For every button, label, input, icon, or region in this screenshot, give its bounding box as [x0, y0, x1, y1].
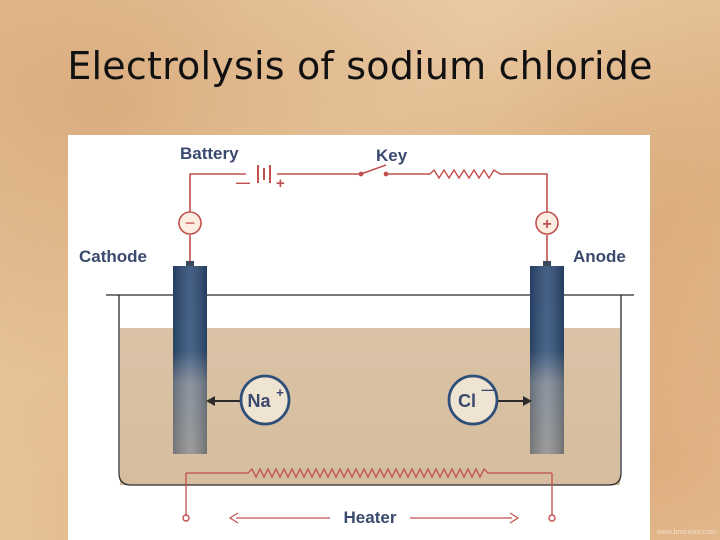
circuit-wires: [189, 173, 548, 261]
key-label: Key: [376, 146, 408, 165]
sodium-ion-charge: +: [276, 385, 284, 400]
slide-title: Electrolysis of sodium chloride: [67, 44, 653, 88]
watermark-text: www.brainkart.com: [656, 529, 716, 536]
chloride-ion-symbol: Cl: [458, 391, 476, 411]
electrolysis-diagram: − + Na +: [68, 135, 650, 540]
battery-label: Battery: [180, 144, 239, 163]
key-switch-icon: [358, 164, 389, 177]
anode-terminal-icon: +: [535, 211, 559, 235]
cathode-electrode: [173, 261, 207, 454]
sodium-ion: Na +: [206, 374, 291, 426]
anode-label: Anode: [573, 247, 626, 266]
anode-electrode: [530, 261, 564, 454]
cathode-label: Cathode: [79, 247, 147, 266]
sodium-ion-symbol: Na: [247, 391, 271, 411]
heater-label: Heater: [344, 508, 397, 527]
chloride-ion: Cl —: [447, 374, 532, 426]
battery-negative-sign: —: [236, 174, 250, 190]
cathode-terminal-icon: −: [178, 211, 202, 235]
heater-element: [182, 467, 556, 524]
cathode-sign: −: [185, 213, 196, 233]
chloride-ion-charge: —: [482, 382, 495, 397]
resistor-icon: [429, 168, 501, 180]
battery-icon: [257, 165, 271, 183]
battery-positive-sign: +: [276, 175, 285, 192]
wire-resistor-to-right: [500, 173, 548, 215]
anode-sign: +: [542, 216, 551, 233]
diagram-canvas: − + Na +: [79, 144, 634, 527]
wire-left-vertical: [189, 173, 246, 217]
